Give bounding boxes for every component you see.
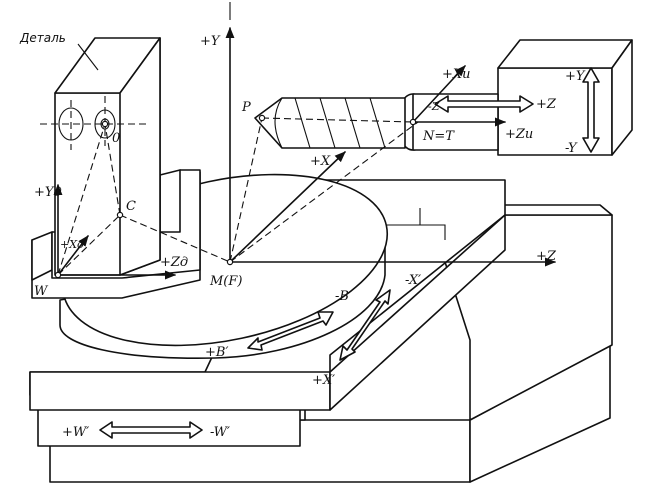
- workpiece-fixture: [31, 37, 201, 299]
- axis-z-label: +Z: [536, 249, 557, 264]
- motion-w-minus-label: -W′: [210, 425, 230, 440]
- axis-x-label: +X: [310, 154, 331, 169]
- point-c-marker: [116, 211, 124, 219]
- part-leader-line: [77, 43, 99, 71]
- point-markers: [54, 114, 417, 279]
- axis-xi-label: +Xи: [442, 67, 471, 82]
- point-w-label: W: [34, 284, 49, 299]
- point-p-label: P: [241, 100, 251, 115]
- part-label: Деталь: [19, 31, 66, 45]
- point-o-marker: [101, 120, 109, 128]
- spindle-z-label: +Z: [536, 97, 557, 112]
- point-w-marker: [54, 271, 62, 279]
- tool-axes: [261, 65, 507, 127]
- point-c-label: C: [126, 199, 136, 214]
- motion-x-plus-label: +X′: [312, 373, 335, 388]
- spindle-y-label: +Y: [565, 69, 586, 84]
- motion-x-minus-label: -X′: [405, 273, 421, 288]
- axis-y-label: +Y: [200, 34, 221, 49]
- point-o-label: 0: [112, 131, 120, 146]
- motion-w-plus-label: +W′: [62, 425, 89, 440]
- point-n-label: N=T: [422, 129, 455, 144]
- table-motion-arrows: [99, 289, 391, 439]
- point-m-marker: [226, 258, 234, 266]
- point-m-label: M(F): [209, 274, 242, 289]
- axis-yd-label: +Yд: [34, 185, 62, 200]
- spindle-motion-arrows: [434, 67, 600, 153]
- part-axes: [53, 123, 231, 280]
- point-p-marker: [258, 114, 266, 122]
- motion-b-plus-label: +B′: [205, 345, 228, 360]
- machine-axes: [225, 2, 557, 267]
- axis-z-minus-label: -Z: [428, 100, 440, 113]
- labels: Деталь +Y +Z +X +Yд +Xд +Zд +Xи +Zи -Z +…: [19, 31, 586, 440]
- point-n-marker: [409, 118, 417, 126]
- axis-zd-label: +Zд: [160, 255, 188, 270]
- motion-b-minus-label: -B′: [335, 289, 352, 304]
- spindle-y-minus-label: -Y: [565, 141, 578, 156]
- axis-xd-label: +Xд: [60, 238, 84, 251]
- axis-zi-label: +Zи: [505, 127, 533, 142]
